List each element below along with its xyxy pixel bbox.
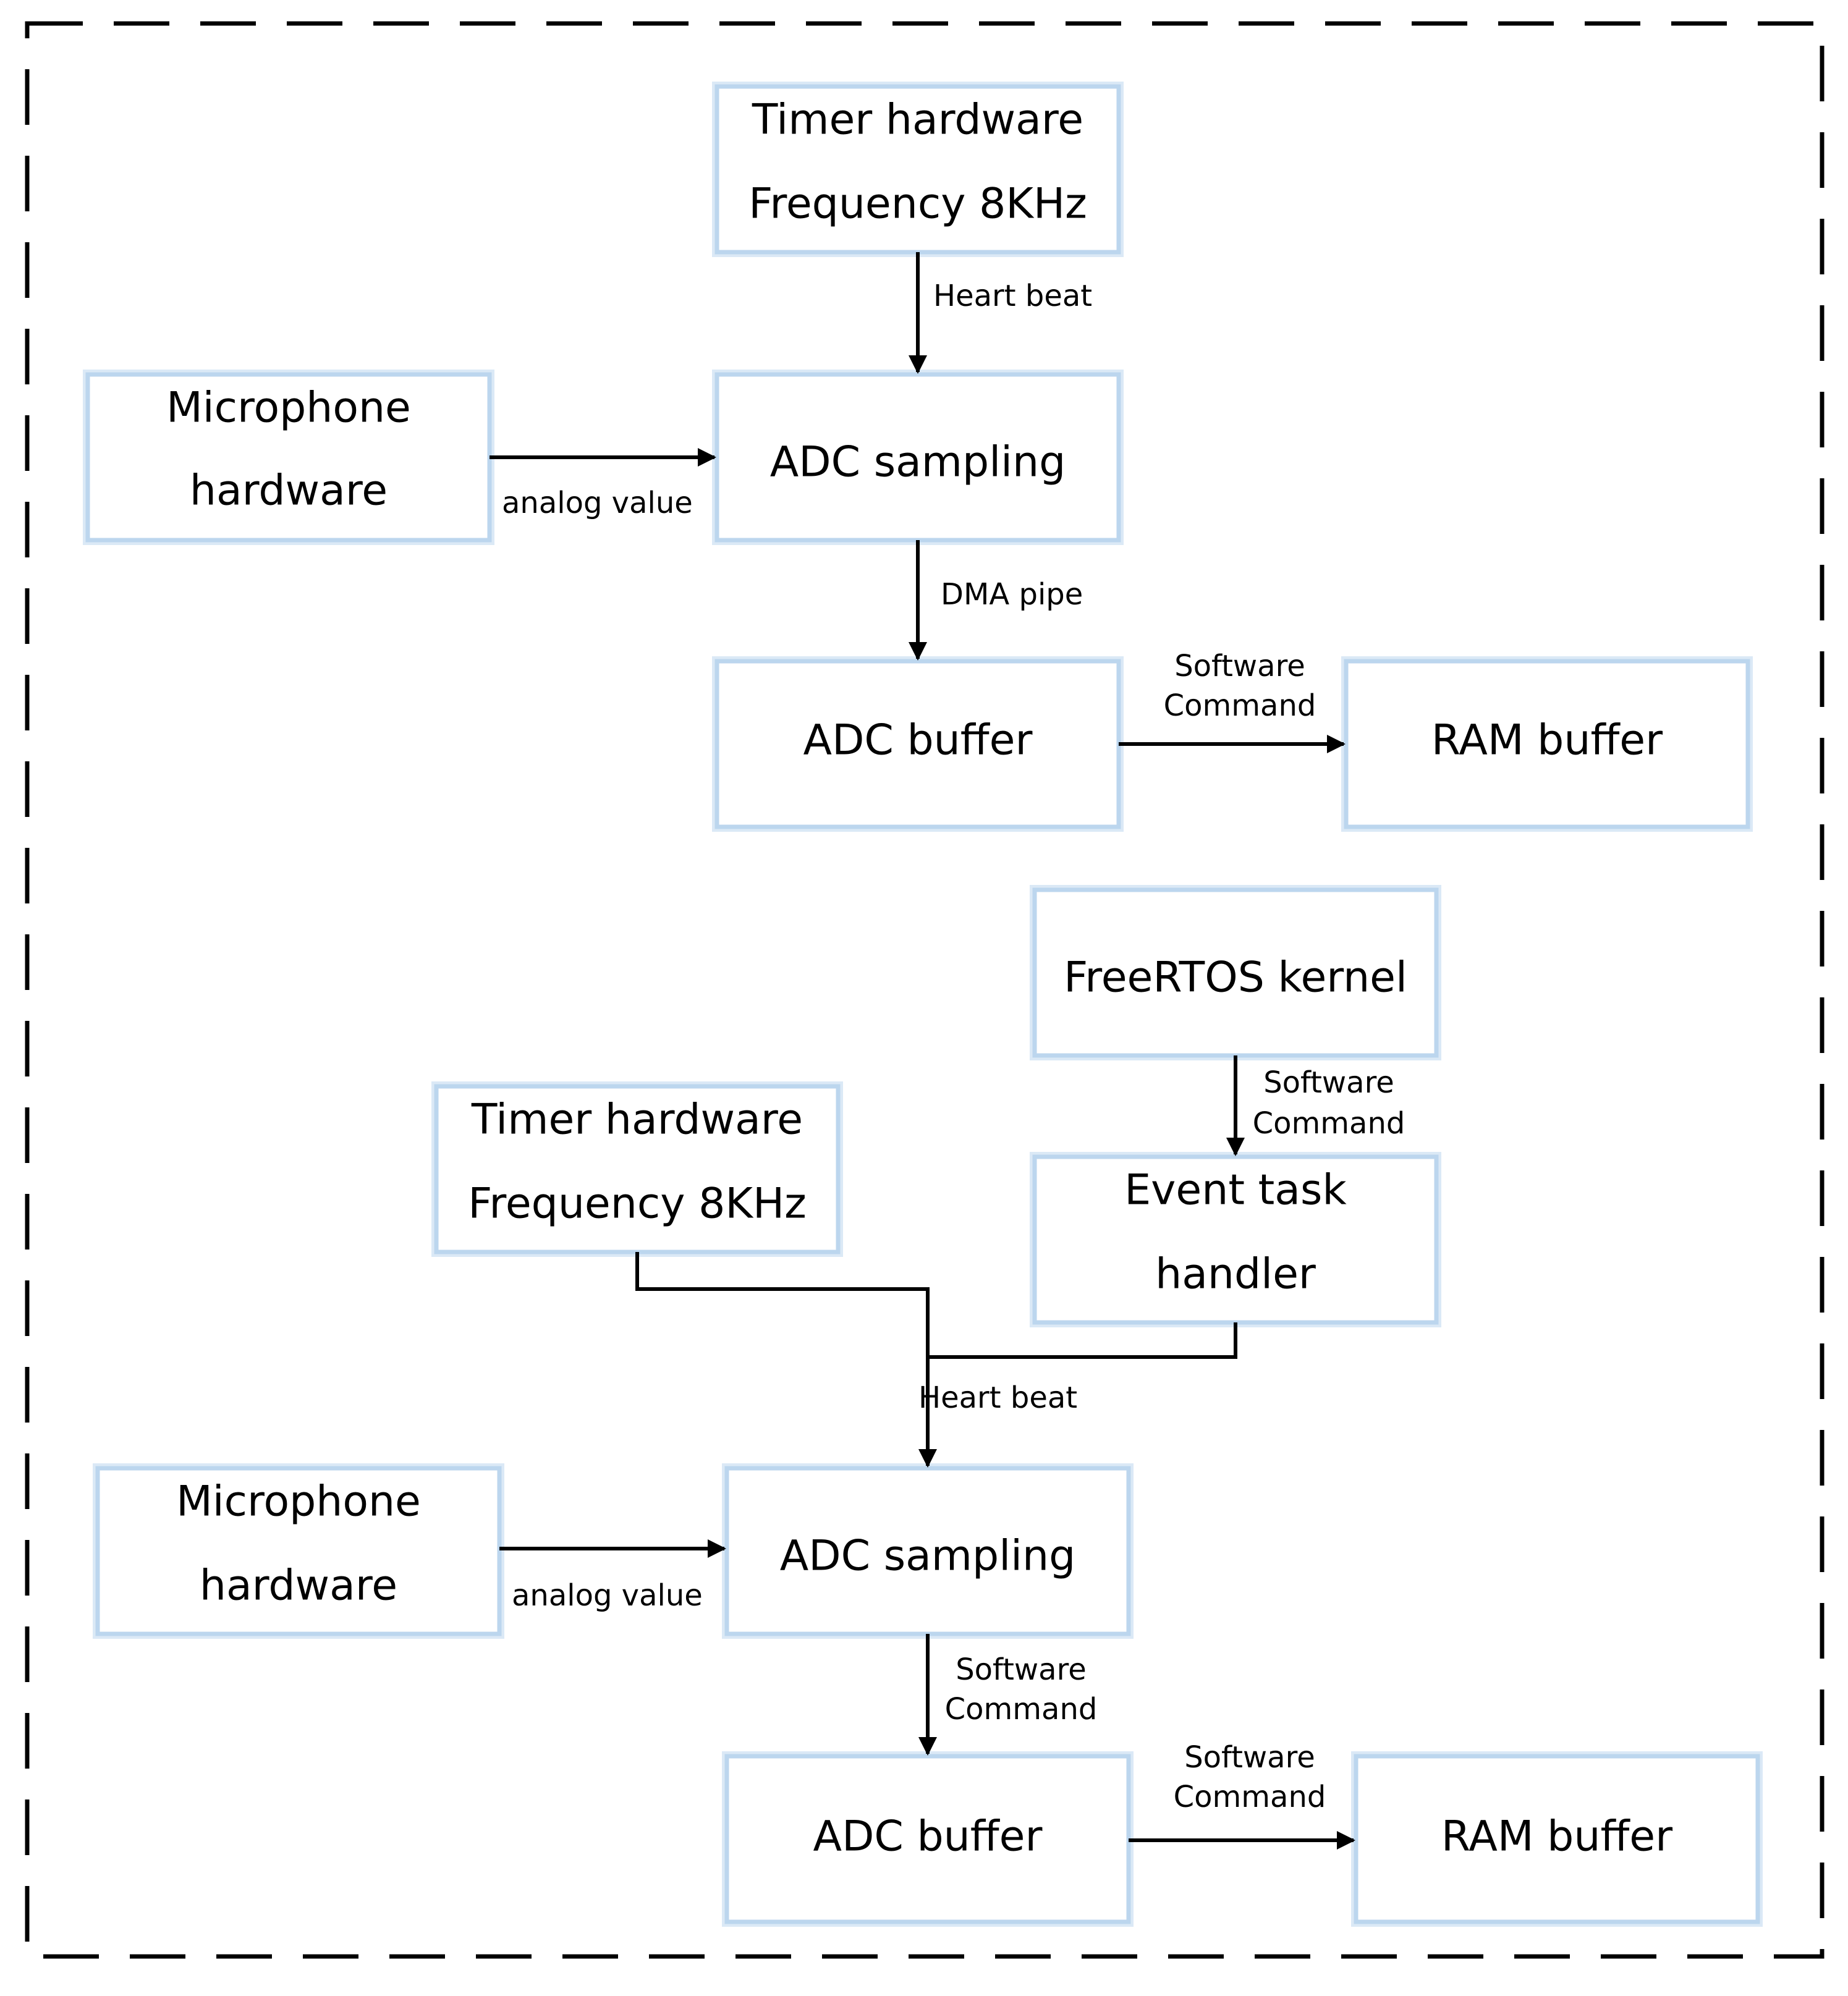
bottom-adc-sampling-label: ADC sampling (780, 1532, 1076, 1581)
bottom-adc-command-line1: Software (956, 1652, 1087, 1687)
top-software-command-line2: Command (1164, 688, 1316, 723)
bottom-microphone-line2: hardware (200, 1562, 397, 1610)
top-heart-beat-label: Heart beat (933, 279, 1092, 313)
bottom-freertos-box: FreeRTOS kernel (1030, 885, 1441, 1060)
bottom-adc-sampling-box: ADC sampling (722, 1463, 1134, 1639)
top-analog-value-label: analog value (502, 486, 693, 520)
top-dma-pipe-label: DMA pipe (941, 577, 1083, 612)
bottom-timer-line2: Frequency 8KHz (468, 1180, 807, 1228)
top-software-command-line1: Software (1174, 649, 1305, 683)
top-microphone-line2: hardware (190, 467, 388, 515)
bottom-microphone-box: Microphone hardware (93, 1463, 504, 1639)
top-adc-buffer-box: ADC buffer (712, 656, 1124, 832)
bottom-event-connector (928, 1322, 1237, 1359)
bottom-buffer-command-line1: Software (1184, 1740, 1315, 1775)
bottom-timer-line1: Timer hardware (471, 1096, 803, 1144)
bottom-heart-beat-label: Heart beat (918, 1381, 1077, 1415)
bottom-buffer-command-line2: Command (1174, 1780, 1326, 1814)
top-ram-buffer-label: RAM buffer (1431, 716, 1663, 765)
bottom-freertos-label: FreeRTOS kernel (1064, 954, 1407, 1002)
bottom-microphone-line1: Microphone (176, 1478, 421, 1526)
bottom-ram-buffer-box: RAM buffer (1351, 1751, 1763, 1927)
bottom-event-handler-line1: Event task (1124, 1166, 1347, 1215)
top-timer-box: Timer hardware Frequency 8KHz (712, 82, 1124, 257)
bottom-timer-box: Timer hardware Frequency 8KHz (431, 1081, 843, 1257)
top-microphone-line1: Microphone (166, 384, 411, 433)
outer-dashed-frame (25, 21, 1825, 1959)
top-timer-line2: Frequency 8KHz (748, 180, 1087, 229)
bottom-adc-buffer-label: ADC buffer (813, 1812, 1043, 1861)
top-adc-sampling-box: ADC sampling (712, 370, 1124, 545)
top-timer-line1: Timer hardware (752, 96, 1083, 145)
bottom-analog-value-label: analog value (512, 1578, 703, 1613)
top-ram-buffer-box: RAM buffer (1341, 656, 1753, 832)
bottom-ram-buffer-label: RAM buffer (1441, 1812, 1672, 1861)
bottom-freertos-command-line2: Command (1253, 1106, 1405, 1141)
bottom-event-handler-line2: handler (1155, 1250, 1316, 1299)
top-adc-buffer-label: ADC buffer (803, 716, 1033, 765)
bottom-event-handler-box: Event task handler (1030, 1152, 1441, 1327)
top-adc-sampling-label: ADC sampling (770, 438, 1066, 487)
top-microphone-box: Microphone hardware (83, 370, 494, 545)
bottom-timer-connector (635, 1252, 930, 1357)
bottom-freertos-command-line1: Software (1263, 1065, 1394, 1100)
bottom-adc-buffer-box: ADC buffer (722, 1751, 1134, 1927)
bottom-adc-command-line2: Command (945, 1692, 1098, 1727)
